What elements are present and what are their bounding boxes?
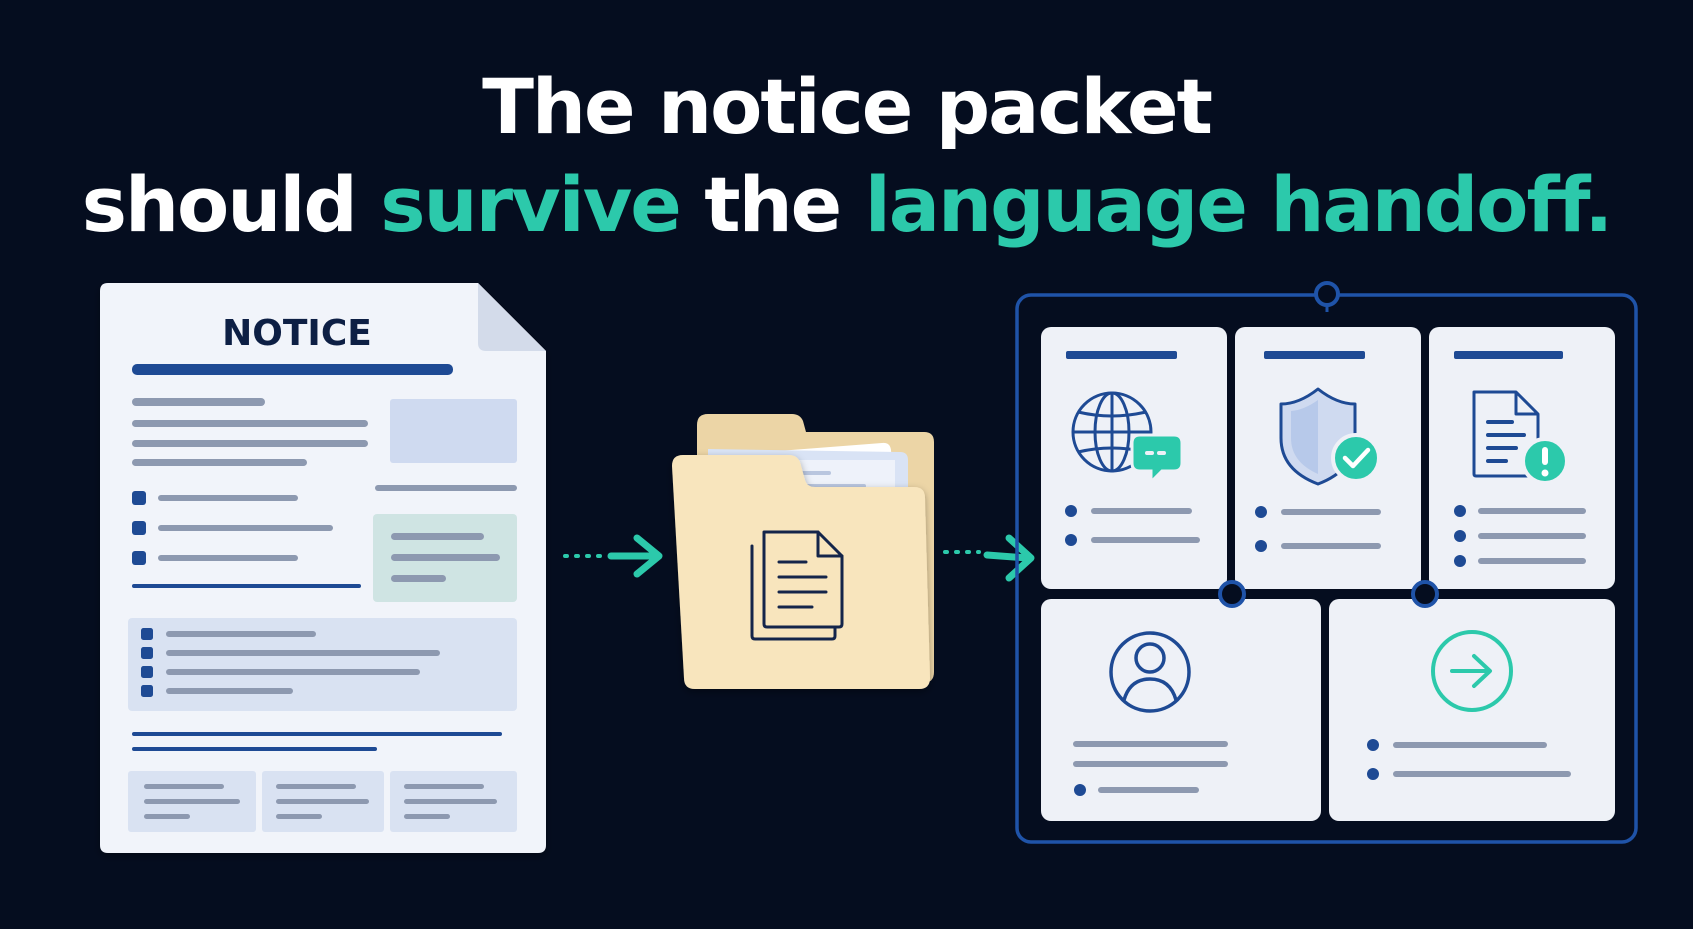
headline-text: the: [679, 160, 865, 249]
headline: The notice packet should survive the lan…: [0, 58, 1693, 254]
shield-check-icon: [1279, 387, 1381, 486]
headline-line-2: should survive the language handoff.: [0, 156, 1693, 254]
document-alert-icon: [1472, 390, 1569, 485]
document-text-lines: [132, 398, 368, 466]
connector-node: [1218, 580, 1246, 608]
document-footer-cells: [128, 771, 517, 832]
image-placeholder: [390, 399, 517, 463]
headline-accent-survive: survive: [380, 160, 681, 249]
card-next-step: [1329, 599, 1615, 821]
document-rule: [132, 747, 377, 751]
folder-with-documents-icon: [672, 414, 934, 689]
card-grid: [1015, 281, 1638, 844]
document-bullet-list: [132, 491, 333, 565]
card-alert: [1429, 327, 1615, 589]
document-text-line: [375, 485, 517, 491]
card-translation: [1041, 327, 1227, 589]
arrow-right-circle-icon: [1431, 630, 1513, 712]
document-rule: [132, 584, 361, 588]
title-rule: [132, 364, 453, 375]
headline-text: should: [81, 160, 381, 249]
document-list-panel: [128, 618, 517, 711]
notice-document: NOTICE: [100, 283, 546, 853]
user-circle-icon: [1109, 631, 1191, 713]
card-recipient: [1041, 599, 1321, 821]
headline-line-1: The notice packet: [482, 62, 1213, 151]
notice-title: NOTICE: [222, 313, 372, 354]
card-protection: [1235, 327, 1421, 589]
documents-icon: [750, 530, 844, 641]
headline-accent-language-handoff: language handoff.: [864, 160, 1614, 249]
document-rule: [132, 732, 502, 736]
connector-node: [1411, 580, 1439, 608]
highlight-box: [373, 514, 517, 602]
dotted-arrow-right-icon: [563, 534, 663, 578]
page-fold: [478, 283, 546, 351]
connector-node: [1314, 281, 1340, 307]
